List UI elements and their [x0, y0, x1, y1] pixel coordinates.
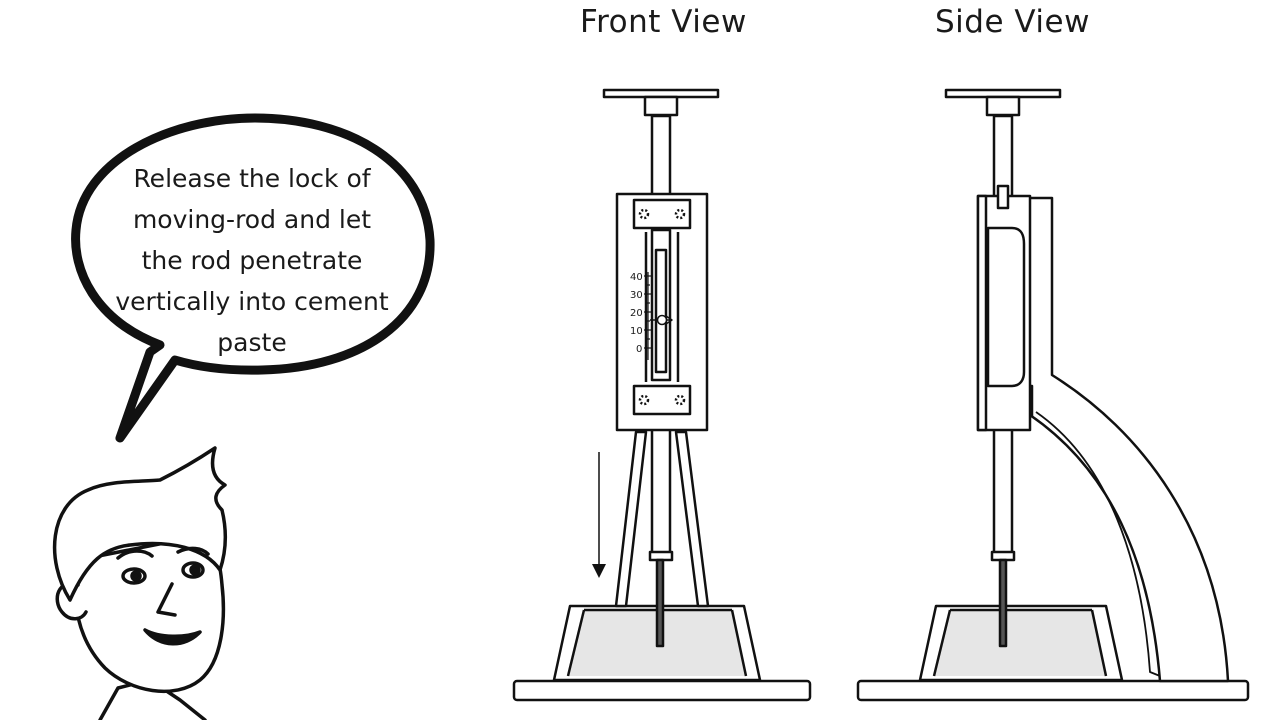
- front-guide-slot-inner: [654, 248, 668, 374]
- presenter-nose: [156, 582, 177, 617]
- presenter-pupil-right: [189, 564, 201, 576]
- side-view-apparatus: [856, 88, 1250, 702]
- front-mould-inner-right: [730, 609, 748, 677]
- presenter-eyebrow-right: [176, 546, 210, 556]
- side-body-front-plate: [976, 194, 988, 432]
- front-screw: [638, 208, 650, 220]
- speech-bubble: [71, 113, 435, 443]
- scale-label-20: 20: [630, 308, 643, 319]
- side-cement-paste: [934, 610, 1106, 676]
- front-screw: [674, 208, 686, 220]
- speech-line: the rod penetrate: [141, 246, 363, 275]
- front-graduated-scale: [644, 272, 652, 360]
- front-frame-legs: [614, 430, 648, 608]
- presenter-hair: [52, 446, 228, 602]
- speech-bubble-text: Release the lock of moving-rod and let t…: [108, 158, 396, 363]
- presenter-character: [52, 446, 228, 720]
- presenter-mouth: [143, 628, 202, 646]
- speech-line: paste: [217, 328, 287, 357]
- front-needle: [655, 558, 665, 648]
- front-base-plate: [512, 679, 812, 702]
- presenter-eyebrow-left: [116, 549, 154, 560]
- front-screw: [638, 394, 650, 406]
- side-needle: [998, 558, 1008, 648]
- side-lock-screw: [996, 184, 1010, 210]
- front-view-title: Front View: [580, 4, 747, 40]
- side-stand-inner-edge: [1035, 411, 1161, 677]
- arrow-down-icon: [592, 452, 606, 578]
- scale-label-0: 0: [636, 344, 642, 355]
- front-view-apparatus: 40 30 20 10 0: [512, 88, 812, 702]
- presenter-pupil-left: [130, 570, 142, 582]
- scale-label-40: 40: [630, 272, 643, 283]
- scale-label-30: 30: [630, 290, 643, 301]
- side-mould-inner-right: [1090, 609, 1108, 677]
- front-mould-inner-left: [566, 609, 586, 677]
- front-top-cap-neck: [643, 95, 679, 117]
- front-screw: [674, 394, 686, 406]
- front-scale-pointer: [650, 314, 673, 326]
- side-mould-inner-left: [932, 609, 952, 677]
- speech-line: vertically into cement: [115, 287, 389, 316]
- front-frame-leg-right: [674, 430, 710, 608]
- side-curved-stand: [1026, 196, 1230, 683]
- speech-line: moving-rod and let: [132, 205, 372, 234]
- speech-line: Release the lock of: [133, 164, 371, 193]
- side-guide-window: [986, 226, 1026, 388]
- scale-label-10: 10: [630, 326, 643, 337]
- side-view-title: Side View: [935, 4, 1090, 40]
- side-base-plate: [856, 679, 1250, 702]
- side-top-cap-neck: [985, 95, 1021, 117]
